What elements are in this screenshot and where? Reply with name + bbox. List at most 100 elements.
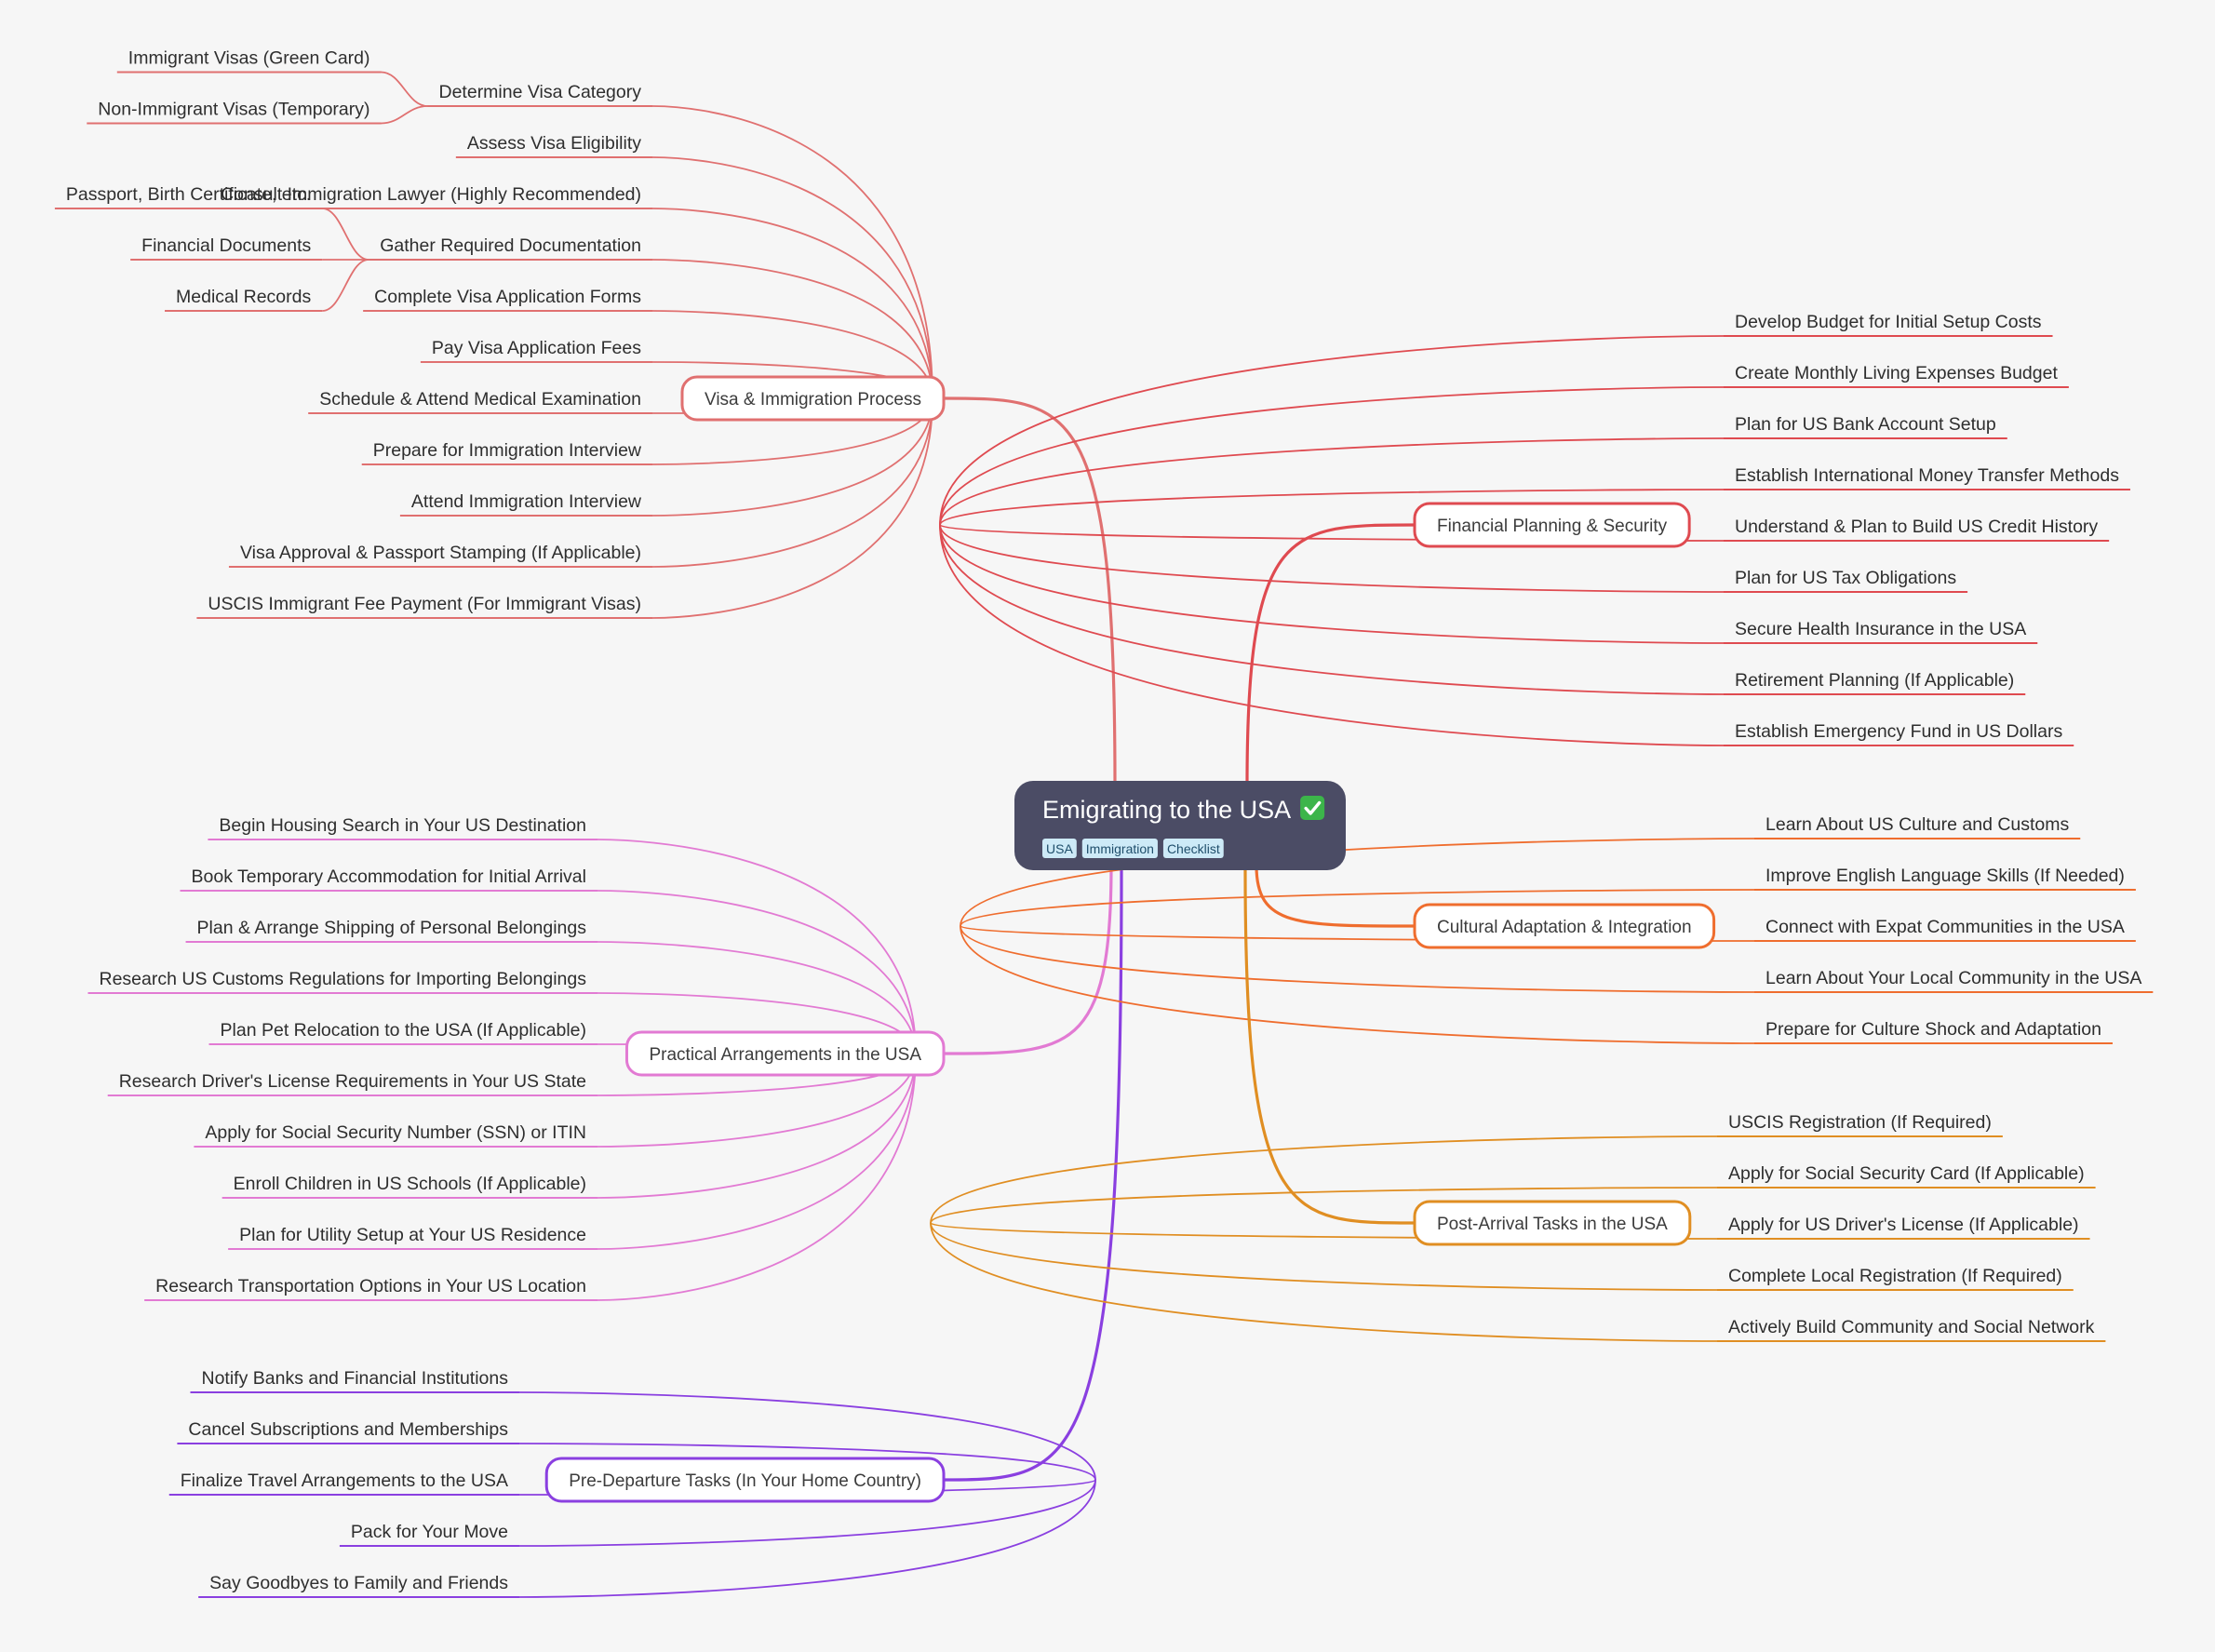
- branch-node[interactable]: Pre-Departure Tasks (In Your Home Countr…: [544, 1457, 946, 1503]
- topic-apply-for-social-security-card-if-applicable[interactable]: Apply for Social Security Card (If Appli…: [1717, 1163, 2096, 1189]
- topic-develop-budget-for-initial-setup-costs[interactable]: Develop Budget for Initial Setup Costs: [1724, 312, 2053, 337]
- topic-book-temporary-accommodation-for-initial-arrival[interactable]: Book Temporary Accommodation for Initial…: [180, 866, 598, 892]
- topic-label: Secure Health Insurance in the USA: [1735, 619, 2026, 639]
- topic-notify-banks-and-financial-institutions[interactable]: Notify Banks and Financial Institutions: [190, 1368, 519, 1393]
- branch-node[interactable]: Practical Arrangements in the USA: [624, 1030, 946, 1077]
- tag-usa: USA: [1042, 839, 1077, 858]
- topic-enroll-children-in-us-schools-if-applicable[interactable]: Enroll Children in US Schools (If Applic…: [222, 1174, 597, 1199]
- topic-label: Book Temporary Accommodation for Initial…: [192, 866, 587, 887]
- topic-plan-pet-relocation-to-the-usa-if-applicable[interactable]: Plan Pet Relocation to the USA (If Appli…: [208, 1020, 597, 1045]
- topic-uscis-immigrant-fee-payment-for-immigrant-visas[interactable]: USCIS Immigrant Fee Payment (For Immigra…: [196, 594, 652, 619]
- tag-label: Checklist: [1167, 841, 1220, 856]
- connector-branch-to-topic: [930, 1187, 1718, 1224]
- subtopic-medical-records[interactable]: Medical Records: [165, 287, 323, 312]
- branch-node[interactable]: Post-Arrival Tasks in the USA: [1413, 1200, 1692, 1246]
- topic-schedule-attend-medical-examination[interactable]: Schedule & Attend Medical Examination: [308, 389, 652, 414]
- topic-actively-build-community-and-social-network[interactable]: Actively Build Community and Social Netw…: [1717, 1317, 2106, 1342]
- branch-post-arrival-tasks-in-the-usa: Post-Arrival Tasks in the USA USCIS Regis…: [1413, 1112, 2106, 1342]
- topic-secure-health-insurance-in-the-usa[interactable]: Secure Health Insurance in the USA: [1724, 619, 2038, 644]
- topic-label: Attend Immigration Interview: [411, 491, 642, 512]
- subtopic-label: Non-Immigrant Visas (Temporary): [98, 100, 369, 120]
- topic-finalize-travel-arrangements-to-the-usa[interactable]: Finalize Travel Arrangements to the USA: [168, 1471, 519, 1496]
- topic-research-us-customs-regulations-for-importing-be[interactable]: Research US Customs Regulations for Impo…: [87, 969, 597, 994]
- branch-node[interactable]: Visa & Immigration Process: [680, 375, 946, 422]
- connector-branch-to-topic: [939, 335, 1725, 526]
- connector-branch-to-topic: [960, 925, 1755, 1044]
- tag-immigration: Immigration: [1081, 839, 1158, 858]
- topic-label: Consult Immigration Lawyer (Highly Recom…: [221, 184, 641, 205]
- topic-pay-visa-application-fees[interactable]: Pay Visa Application Fees: [420, 338, 652, 363]
- branch-node[interactable]: Financial Planning & Security: [1413, 502, 1691, 548]
- topic-complete-visa-application-forms[interactable]: Complete Visa Application Forms: [363, 287, 652, 312]
- topic-label: Plan Pet Relocation to the USA (If Appli…: [221, 1020, 586, 1041]
- topic-establish-international-money-transfer-methods[interactable]: Establish International Money Transfer M…: [1724, 465, 2130, 490]
- connector-topic-to-subtopic: [322, 208, 369, 261]
- topic-research-transportation-options-in-your-us-locat[interactable]: Research Transportation Options in Your …: [144, 1276, 597, 1301]
- topic-learn-about-us-culture-and-customs[interactable]: Learn About US Culture and Customs: [1754, 814, 2081, 839]
- topic-label: Complete Local Registration (If Required…: [1728, 1266, 2062, 1286]
- connector-branch-to-topic: [960, 838, 1755, 927]
- subtopic-label: Financial Documents: [141, 235, 311, 256]
- topic-prepare-for-culture-shock-and-adaptation[interactable]: Prepare for Culture Shock and Adaptation: [1754, 1019, 2113, 1044]
- topic-learn-about-your-local-community-in-the-usa[interactable]: Learn About Your Local Community in the …: [1754, 968, 2154, 993]
- connector-branch-to-topic: [960, 889, 1755, 927]
- topic-complete-local-registration-if-required[interactable]: Complete Local Registration (If Required…: [1717, 1266, 2074, 1291]
- topic-research-driver-s-license-requirements-in-your-u[interactable]: Research Driver's License Requirements i…: [107, 1071, 597, 1096]
- topic-create-monthly-living-expenses-budget[interactable]: Create Monthly Living Expenses Budget: [1724, 363, 2069, 388]
- connector-root-to-branch: [943, 396, 1117, 786]
- tag-checklist: Checklist: [1162, 839, 1224, 858]
- topic-prepare-for-immigration-interview[interactable]: Prepare for Immigration Interview: [361, 440, 652, 465]
- topic-apply-for-us-driver-s-license-if-applicable[interactable]: Apply for US Driver's License (If Applic…: [1717, 1215, 2090, 1240]
- connector-topic-to-subtopic: [381, 71, 428, 107]
- topic-understand-plan-to-build-us-credit-history[interactable]: Understand & Plan to Build US Credit His…: [1724, 517, 2110, 542]
- topic-pack-for-your-move[interactable]: Pack for Your Move: [339, 1522, 519, 1547]
- topic-label: Plan for US Bank Account Setup: [1735, 414, 1996, 435]
- topic-establish-emergency-fund-in-us-dollars[interactable]: Establish Emergency Fund in US Dollars: [1724, 721, 2074, 746]
- node-layer: Visa & Immigration Process Determine Visa…: [54, 48, 2154, 1598]
- connector-branch-to-topic: [597, 941, 917, 1054]
- topic-label: Cancel Subscriptions and Memberships: [188, 1419, 508, 1440]
- topic-say-goodbyes-to-family-and-friends[interactable]: Say Goodbyes to Family and Friends: [198, 1573, 519, 1598]
- topic-label: Develop Budget for Initial Setup Costs: [1735, 312, 2042, 332]
- topic-plan-for-utility-setup-at-your-us-residence[interactable]: Plan for Utility Setup at Your US Reside…: [228, 1225, 597, 1250]
- subtopic-non-immigrant-visas-temporary[interactable]: Non-Immigrant Visas (Temporary): [87, 100, 382, 125]
- connector-branch-to-topic: [597, 1053, 917, 1199]
- topic-label: Research Transportation Options in Your …: [155, 1276, 586, 1296]
- topic-attend-immigration-interview[interactable]: Attend Immigration Interview: [399, 491, 652, 517]
- connector-branch-to-topic: [651, 259, 933, 399]
- topic-plan-for-us-bank-account-setup[interactable]: Plan for US Bank Account Setup: [1724, 414, 2007, 439]
- topic-label: Apply for Social Security Number (SSN) o…: [205, 1122, 586, 1143]
- topic-retirement-planning-if-applicable[interactable]: Retirement Planning (If Applicable): [1724, 670, 2026, 695]
- topic-uscis-registration-if-required[interactable]: USCIS Registration (If Required): [1717, 1112, 2003, 1137]
- topic-label: Pack for Your Move: [351, 1522, 508, 1542]
- topic-determine-visa-category[interactable]: Determine Visa Category: [427, 82, 653, 107]
- topic-visa-approval-passport-stamping-if-applicable[interactable]: Visa Approval & Passport Stamping (If Ap…: [228, 543, 652, 568]
- topic-gather-required-documentation[interactable]: Gather Required Documentation: [369, 235, 652, 261]
- topic-connect-with-expat-communities-in-the-usa[interactable]: Connect with Expat Communities in the US…: [1754, 917, 2136, 942]
- topic-label: Learn About US Culture and Customs: [1765, 814, 2070, 835]
- topic-label: Plan for Utility Setup at Your US Reside…: [239, 1225, 586, 1245]
- topic-assess-visa-eligibility[interactable]: Assess Visa Eligibility: [455, 133, 652, 158]
- topic-plan-for-us-tax-obligations[interactable]: Plan for US Tax Obligations: [1724, 568, 1968, 593]
- branch-node[interactable]: Cultural Adaptation & Integration: [1413, 903, 1716, 949]
- branch-financial-planning-security: Financial Planning & Security Develop Bud…: [1413, 312, 2130, 746]
- branch-label: Cultural Adaptation & Integration: [1437, 918, 1692, 937]
- topic-cancel-subscriptions-and-memberships[interactable]: Cancel Subscriptions and Memberships: [177, 1419, 519, 1444]
- subtopic-financial-documents[interactable]: Financial Documents: [130, 235, 323, 261]
- topic-apply-for-social-security-number-ssn-or-itin[interactable]: Apply for Social Security Number (SSN) o…: [194, 1122, 597, 1148]
- topic-label: Assess Visa Eligibility: [467, 133, 641, 154]
- branch-visa-immigration-process: Visa & Immigration Process Determine Visa…: [54, 48, 946, 619]
- branch-label: Post-Arrival Tasks in the USA: [1437, 1215, 1668, 1234]
- topic-plan-arrange-shipping-of-personal-belongings[interactable]: Plan & Arrange Shipping of Personal Belo…: [185, 918, 597, 943]
- connector-branch-to-topic: [597, 890, 917, 1054]
- subtopic-immigrant-visas-green-card[interactable]: Immigrant Visas (Green Card): [116, 48, 382, 74]
- tag-chip: [1042, 839, 1077, 858]
- root-title: Emigrating to the USA: [1042, 796, 1291, 824]
- topic-label: Schedule & Attend Medical Examination: [319, 389, 641, 410]
- subtopic-passport-birth-certificate-etc[interactable]: Passport, Birth Certificate, etc.: [54, 184, 323, 209]
- topic-begin-housing-search-in-your-us-destination[interactable]: Begin Housing Search in Your US Destinat…: [208, 815, 597, 840]
- topic-improve-english-language-skills-if-needed[interactable]: Improve English Language Skills (If Need…: [1754, 866, 2136, 891]
- connector-branch-to-topic: [939, 524, 1725, 746]
